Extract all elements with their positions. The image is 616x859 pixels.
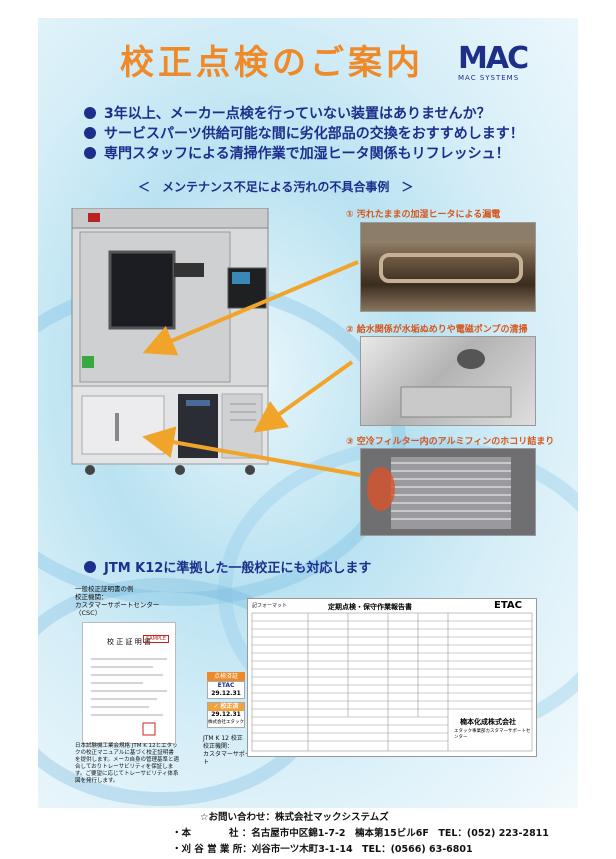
arrow-case-1 <box>142 260 359 356</box>
contact-info: ☆お問い合わせ：株式会社マックシステムズ ・本 社 ：名古屋市中区錦1-7-2 … <box>172 812 549 855</box>
case-photo-3 <box>360 448 536 536</box>
bullet-list: 3年以上、メーカー点検を行っていない装置はありませんか？ サービスパーツ供給可能… <box>84 103 524 163</box>
sample-stamp: SAMPLE <box>143 635 169 643</box>
section-heading: ＜ メンテナンス不足による汚れの不具合事例 ＞ <box>138 180 414 194</box>
jtm-statement: JTM K12に準拠した一般校正にも対応します <box>84 557 371 576</box>
certificate-footnote: 日本試験機工業会規格 JTM K 12とエタックの校正マニュアルに基づく校正証明… <box>75 743 179 784</box>
certificate-caption: 一般校正証明書の例 校正機関： カスタマーサポートセンター（CSC） <box>75 585 160 617</box>
report-grid <box>251 612 533 752</box>
case-label-2: ② 給水関係が水垢ぬめりや電磁ポンプの清掃 <box>346 325 528 335</box>
bullet-dot-icon <box>84 107 96 119</box>
bullet-item: サービスパーツ供給可能な間に劣化部品の交換をおすすめします！ <box>84 123 524 143</box>
heater-photo-sketch <box>361 223 535 283</box>
company-logo: MAC MAC SYSTEMS <box>458 44 538 86</box>
inspection-report-image: 記フォーマット 定期点検・保守作業報告書 ETAC 楠本化成株式会社 エタック事… <box>247 598 537 757</box>
certificate-sample-image: 校 正 証 明 書 SAMPLE <box>82 622 176 744</box>
filter-photo-sketch <box>367 457 511 529</box>
certificate-lines <box>91 658 167 736</box>
bullet-dot-icon <box>84 147 96 159</box>
logo-mark: MAC <box>458 41 529 76</box>
logo-subtext: MAC SYSTEMS <box>458 74 520 82</box>
bullet-dot-icon <box>84 127 96 139</box>
pump-photo-sketch <box>400 349 512 418</box>
calibration-sticker: 点検済証 ETAC 29.12.31 ✓ 校正済 29.12.31 株式会社エタ… <box>207 672 245 738</box>
arrow-case-3 <box>142 426 361 477</box>
sticker-caption: JTM K 12 校正 校正機関： カスタマーサポート <box>203 735 251 766</box>
bullet-dot-icon <box>84 560 96 573</box>
case-label-1: ① 汚れたままの加湿ヒータによる漏電 <box>346 210 501 220</box>
page-title: 校正点検のご案内 <box>120 43 424 83</box>
arrow-case-2 <box>253 360 354 433</box>
case-photo-1 <box>360 222 536 312</box>
bullet-item: 専門スタッフによる清掃作業で加湿ヒータ関係もリフレッシュ！ <box>84 143 524 163</box>
case-photo-2 <box>360 336 536 426</box>
bullet-item: 3年以上、メーカー点検を行っていない装置はありませんか？ <box>84 103 524 123</box>
case-label-3: ③ 空冷フィルター内のアルミフィンのホコリ詰まり <box>346 437 555 447</box>
